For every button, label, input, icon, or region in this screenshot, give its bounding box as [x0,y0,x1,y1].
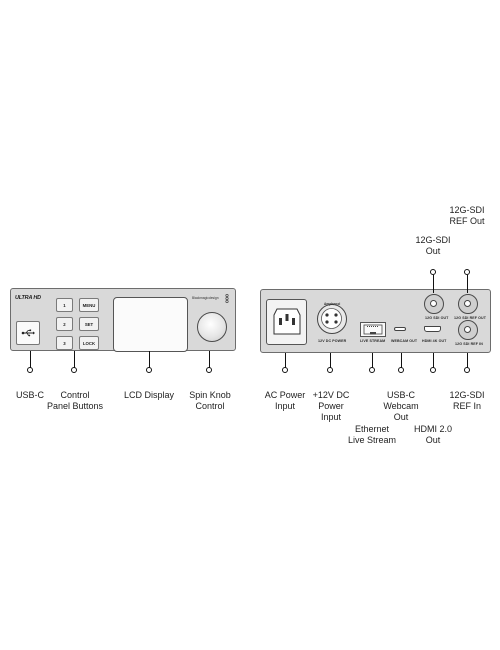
callout-line-usb-c [30,351,31,370]
label-spin-knob: Spin Knob Control [189,390,231,411]
callout-line-knob [209,351,210,370]
callout-line-sdi-ref-out [467,275,468,293]
live-stream-label: LIVE STREAM [360,339,386,343]
callout-line-ac [285,353,286,370]
webcam-out-label: WEBCAM OUT [391,339,418,343]
callout-dot-usb-c [27,367,33,373]
xlr-pins-icon [321,308,342,329]
front-panel: ULTRA HD 1 2 3 MENU SET LOCK Blackmagicd… [10,288,236,352]
label-sdi-out: 12G-SDI Out [415,235,451,256]
usb-c-webcam-port [394,327,406,331]
dc-xlr-connector [317,304,347,334]
menu-button[interactable]: MENU [79,298,99,312]
callout-dot-knob [206,367,212,373]
label-usb-c: USB-C [15,390,45,400]
callout-dot-usb-webcam [398,367,404,373]
callout-dot-sdi-out [430,269,436,275]
callout-line-usb-webcam [401,353,402,370]
ac-power-socket [266,299,307,345]
label-ac-power: AC Power Input [264,390,306,411]
sdi-ref-out-label: 12G SDI REF OUT [454,316,487,320]
label-ethernet: Ethernet Live Stream [347,424,397,445]
label-hdmi-out: HDMI 2.0 Out [413,424,453,445]
button-3[interactable]: 3 [56,336,73,350]
callout-line-buttons [74,351,75,370]
callout-line-hdmi [433,353,434,370]
callout-dot-hdmi [430,367,436,373]
callout-line-sdi-out [433,275,434,293]
lock-button[interactable]: LOCK [79,336,99,350]
button-1[interactable]: 1 [56,298,73,312]
lcd-display [113,297,188,352]
button-2[interactable]: 2 [56,317,73,331]
callout-line-lcd [149,351,150,370]
blackmagic-logo: Blackmagicdesign [192,296,219,300]
iec-outlet-icon [273,308,301,335]
dc-power-label: 12V DC POWER [318,339,347,343]
label-sdi-ref-out: 12G-SDI REF Out [449,205,485,226]
callout-dot-dc [327,367,333,373]
label-control-panel-buttons: Control Panel Buttons [46,390,104,411]
sdi-ref-in-label: 12G SDI REF IN [455,342,483,346]
set-button[interactable]: SET [79,317,99,331]
callout-line-sdi-ref-in [467,353,468,370]
label-usb-webcam: USB-C Webcam Out [383,390,419,422]
sdi-ref-in-bnc [458,320,478,340]
spin-knob[interactable] [197,312,227,342]
usb-icon [21,329,35,337]
blackmagic-mark-icon [225,294,229,303]
xlr-brand-label: Amphenol [324,302,341,306]
label-sdi-ref-in: 12G-SDI REF In [449,390,485,411]
hdmi-out-label: HDMI 4K OUT [422,339,447,343]
usb-c-port [16,321,40,345]
label-lcd-display: LCD Display [123,390,175,400]
label-dc-power: +12V DC Power Input [312,390,350,422]
callout-dot-buttons [71,367,77,373]
sdi-ref-out-bnc [458,294,478,314]
rj45-icon [363,324,383,335]
callout-dot-lcd [146,367,152,373]
ethernet-port [360,322,386,337]
callout-dot-sdi-ref-out [464,269,470,275]
sdi-out-bnc [424,294,444,314]
callout-dot-ac [282,367,288,373]
rear-panel: Amphenol 12V DC POWER LIVE STREAM WEBCAM… [260,289,491,353]
sdi-out-label: 12G SDI OUT [425,316,449,320]
callout-dot-ethernet [369,367,375,373]
ultrahd-logo: ULTRA HD [15,295,41,301]
hdmi-port [424,326,441,332]
callout-dot-sdi-ref-in [464,367,470,373]
callout-line-ethernet [372,353,373,370]
callout-line-dc [330,353,331,370]
